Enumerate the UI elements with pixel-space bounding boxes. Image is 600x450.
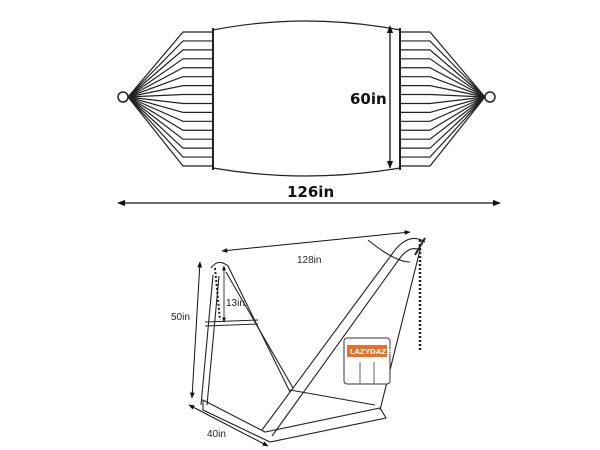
ring-left-icon	[117, 91, 129, 103]
cord	[127, 58, 213, 98]
cord	[127, 96, 213, 105]
cord	[127, 96, 213, 167]
length-label: 126in	[287, 183, 334, 201]
stand-length-arrow	[221, 230, 411, 253]
cord	[127, 31, 213, 98]
cord	[127, 76, 213, 98]
cord	[400, 40, 486, 98]
cords-right	[400, 31, 486, 167]
cord	[400, 93, 486, 98]
chain-label: 13in	[226, 298, 245, 309]
storage-bag: LAZYDAZE	[343, 337, 391, 385]
stand-depth-arrow	[188, 404, 269, 447]
cord	[400, 96, 486, 122]
hammock-stand	[200, 237, 426, 443]
cord	[127, 93, 213, 98]
cord	[400, 96, 486, 105]
cord	[400, 96, 486, 131]
cord	[400, 76, 486, 98]
cord	[400, 49, 486, 98]
cord	[127, 85, 213, 98]
cord	[127, 49, 213, 98]
cord	[400, 85, 486, 98]
bag-logo	[347, 345, 387, 357]
stand-height-label: 50in	[171, 312, 190, 323]
cord	[127, 96, 213, 131]
cord	[127, 96, 213, 149]
cord	[127, 96, 213, 113]
bag-logo-text: LAZYDAZE	[350, 348, 391, 356]
cord	[400, 96, 486, 167]
cord	[400, 96, 486, 113]
cord	[127, 40, 213, 98]
cord	[127, 96, 213, 158]
ring-right-icon	[484, 91, 496, 103]
stand-length-label: 128in	[297, 255, 321, 266]
cord	[400, 58, 486, 98]
hammock-top-view	[117, 20, 496, 177]
stand-depth-label: 40in	[207, 429, 226, 440]
cord	[127, 96, 213, 122]
cord	[400, 31, 486, 98]
cord	[127, 96, 213, 140]
cords-left	[127, 31, 213, 167]
stand-height-arrow	[189, 261, 203, 399]
cord	[400, 96, 486, 158]
width-label: 60in	[350, 90, 387, 108]
cord	[127, 67, 213, 98]
cord	[400, 96, 486, 140]
cord	[400, 67, 486, 98]
cord	[400, 96, 486, 149]
